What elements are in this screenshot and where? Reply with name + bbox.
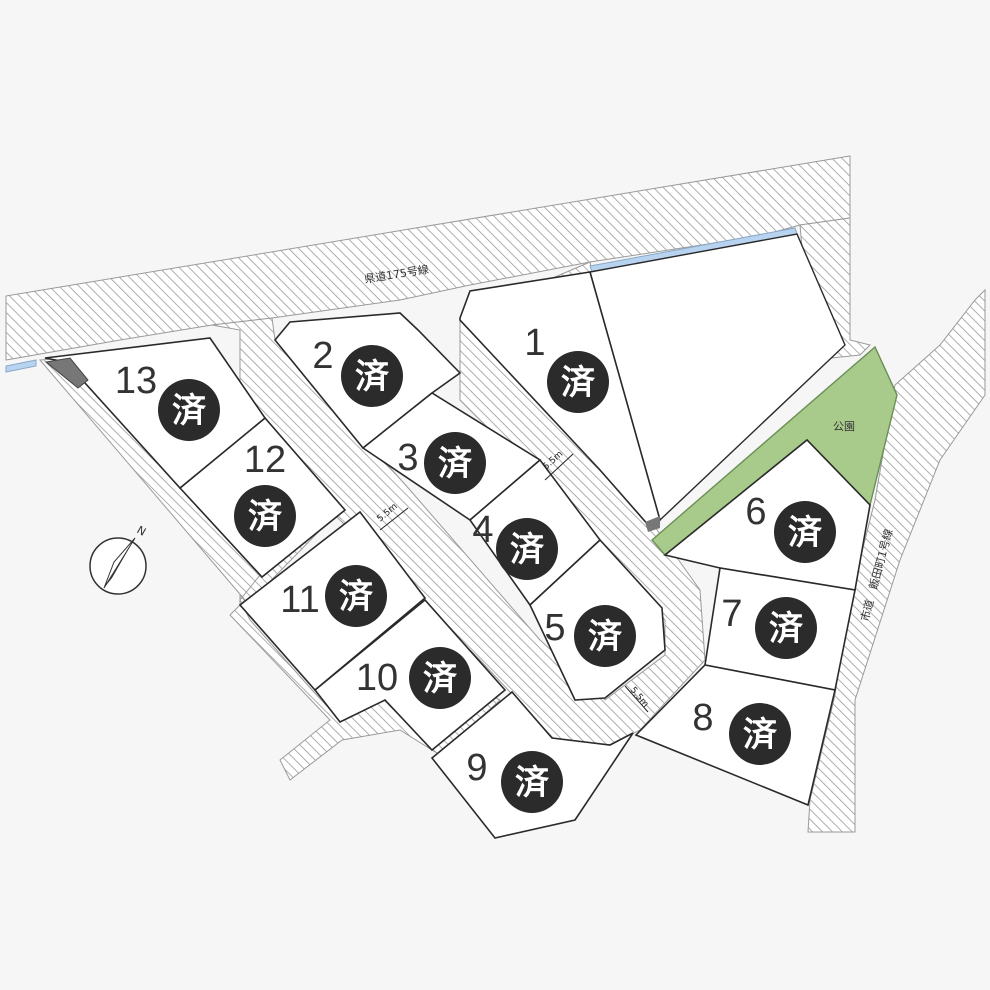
lot-number: 11 (280, 579, 319, 621)
sold-badge-label: 済 (769, 609, 804, 649)
sold-badge (547, 351, 609, 413)
lot-number: 8 (692, 697, 713, 739)
sold-badge-label: 済 (788, 513, 823, 553)
sold-badge (341, 345, 403, 407)
lots (44, 271, 871, 839)
sold-badge (409, 647, 471, 709)
sold-badge-label: 済 (588, 617, 623, 657)
sold-badge (158, 379, 220, 441)
utility-marker-east (645, 516, 660, 532)
water-channel-west (5, 359, 37, 373)
lot-number: 12 (244, 439, 286, 481)
lot-number: 13 (115, 360, 157, 402)
compass-icon: N (89, 523, 149, 595)
lot-number: 3 (397, 437, 418, 479)
sold-badge (234, 485, 296, 547)
compass-north-letter: N (135, 523, 149, 538)
lot-number: 1 (524, 322, 545, 364)
sold-badge-label: 済 (339, 577, 374, 617)
lot-number: 9 (466, 747, 487, 789)
sold-badge (774, 501, 836, 563)
sold-badge-label: 済 (510, 530, 545, 570)
sold-badge-label: 済 (172, 391, 207, 431)
sold-badge (729, 703, 791, 765)
sold-badge (501, 751, 563, 813)
lot-number: 5 (544, 607, 565, 649)
park-label: 公園 (833, 420, 855, 433)
utility-marker (44, 357, 89, 389)
sold-badge-label: 済 (743, 715, 778, 755)
sold-badge-label: 済 (561, 363, 596, 403)
sold-badge (496, 518, 558, 580)
sold-badge-label: 済 (423, 659, 458, 699)
sold-badge-label: 済 (355, 357, 390, 397)
sold-badge (755, 597, 817, 659)
lot-number: 6 (745, 491, 766, 533)
sold-badge (325, 565, 387, 627)
lot-number: 10 (356, 657, 398, 699)
lot-number: 2 (312, 335, 333, 377)
sold-badge (574, 605, 636, 667)
lot-number: 7 (721, 593, 742, 635)
lot-number: 4 (472, 509, 493, 551)
sold-badge (424, 432, 486, 494)
sold-badge-label: 済 (248, 497, 283, 537)
sold-badge-label: 済 (515, 763, 550, 803)
sold-badge-label: 済 (438, 444, 473, 484)
